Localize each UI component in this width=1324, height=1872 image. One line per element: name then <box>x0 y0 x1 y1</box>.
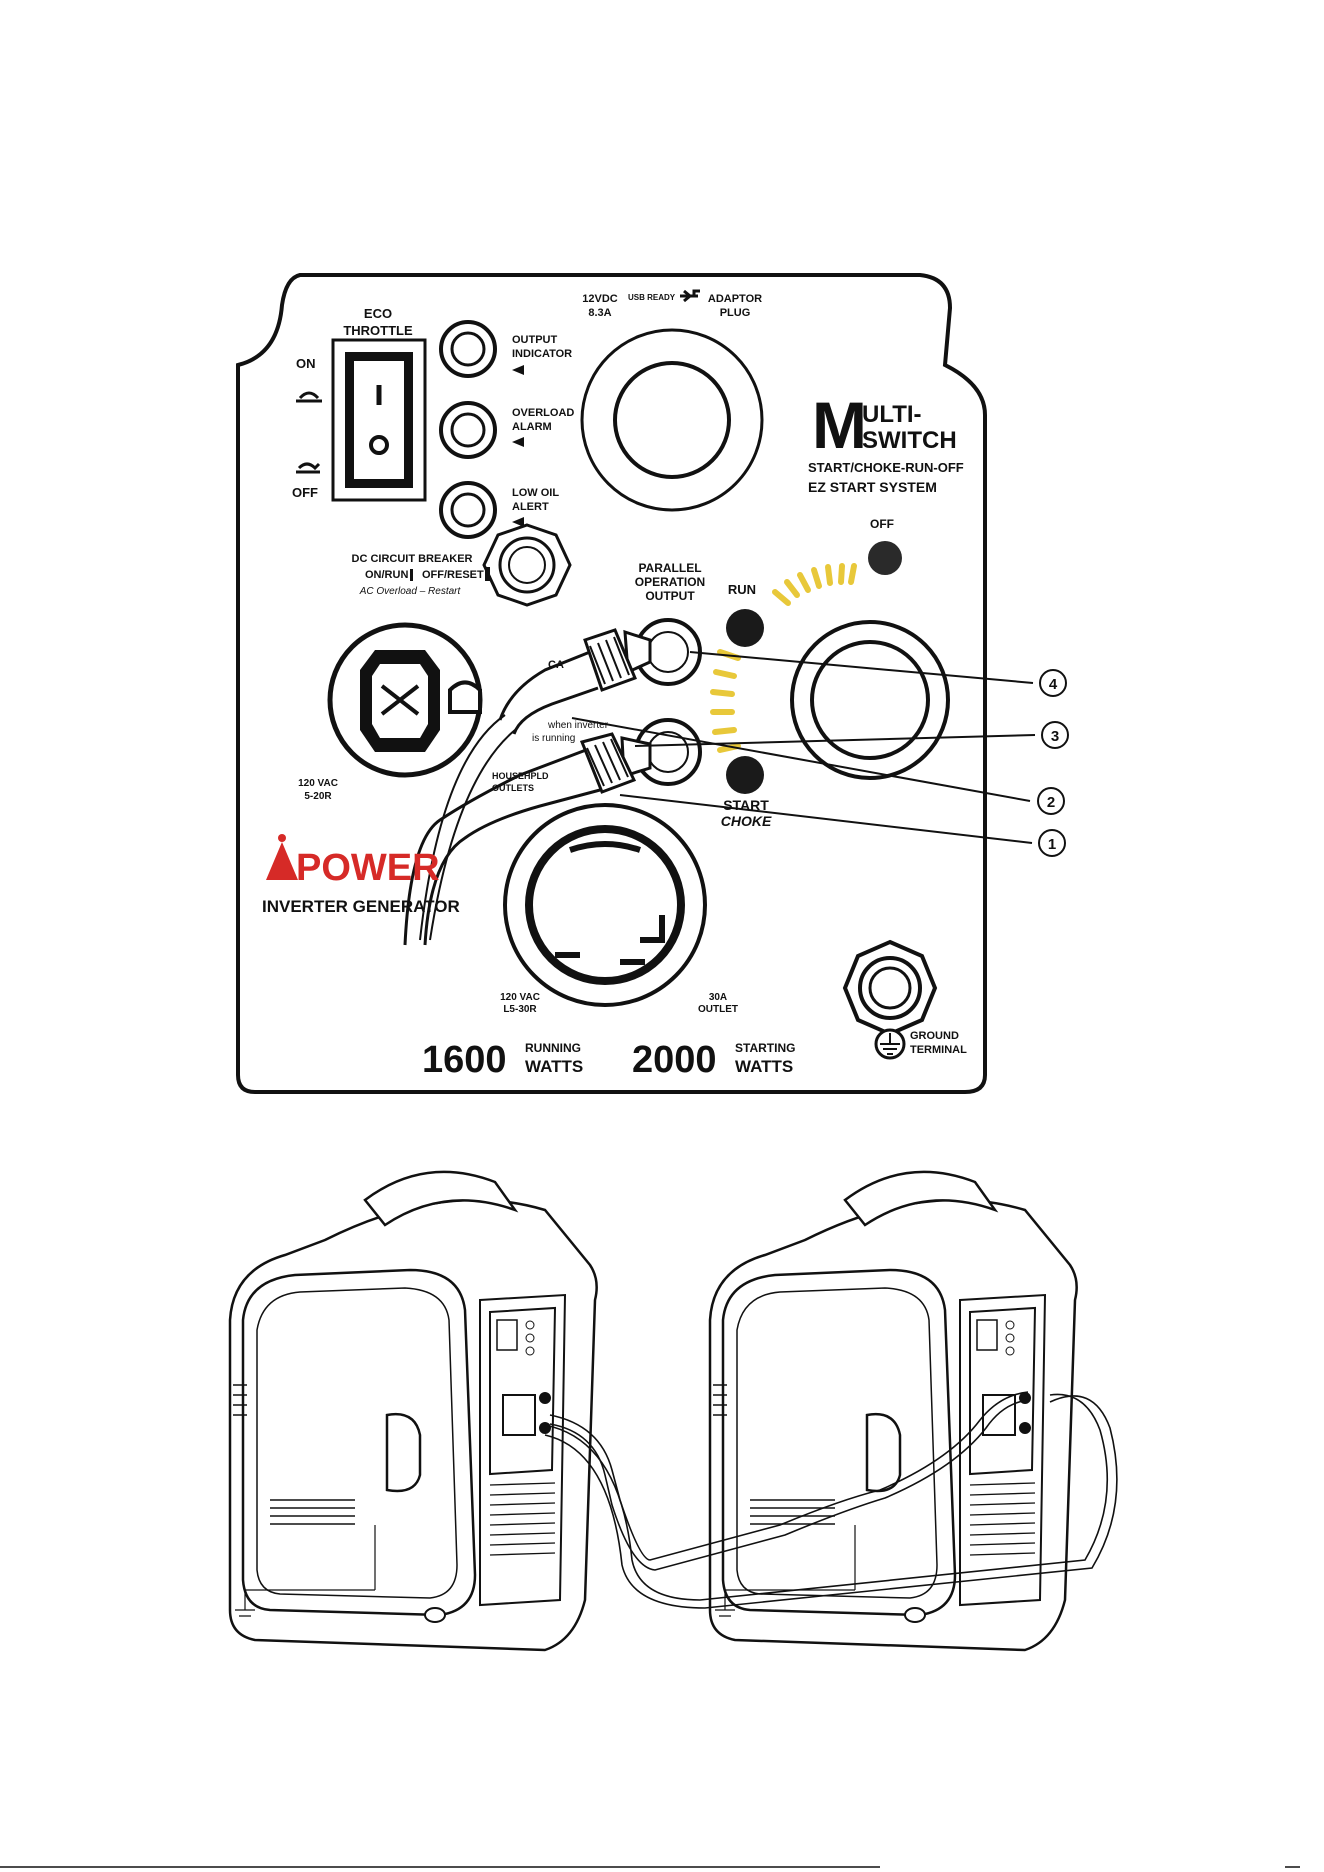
dc-adaptor-socket[interactable] <box>580 328 764 512</box>
generator-right <box>708 1170 1078 1652</box>
eco-on-label: ON <box>296 356 316 371</box>
running-watts-number: 1600 <box>422 1039 507 1081</box>
multi-switch-ez-start: EZ START SYSTEM <box>808 479 937 495</box>
low-oil-label-2: ALERT <box>512 501 549 513</box>
outlet-520r-label-2: 5-20R <box>304 791 332 802</box>
arrow-left-icon <box>512 437 524 447</box>
low-oil-alert-lamp <box>439 481 497 539</box>
generator-left <box>228 1170 598 1652</box>
off-position-dot <box>868 541 902 575</box>
eco-off-label: OFF <box>292 485 318 500</box>
parallel-label-2: OPERATION <box>635 575 705 589</box>
run-position-dot <box>726 609 764 647</box>
switch-run-label: RUN <box>728 582 756 597</box>
adaptor-label-1: ADAPTOR <box>708 293 762 305</box>
adaptor-label-2: PLUG <box>720 307 751 319</box>
callout-lines <box>571 651 1036 844</box>
starting-watts-label-2: WATTS <box>735 1057 793 1076</box>
multi-switch-title-2: SWITCH <box>862 427 957 454</box>
multi-switch-knob[interactable] <box>790 620 950 780</box>
running-partial-text-2: is running <box>532 733 575 744</box>
control-panel: ECO THROTTLE ON OFF OUTPUT INDICATOR OVE… <box>236 273 987 1094</box>
eco-title-2: THROTTLE <box>343 323 413 338</box>
arrow-left-icon <box>512 365 524 375</box>
dc12v-label-1: 12VDC <box>582 293 618 305</box>
starting-watts-number: 2000 <box>632 1039 717 1081</box>
output-indicator-label-2: INDICATOR <box>512 348 572 360</box>
dc-circuit-breaker[interactable] <box>482 523 572 607</box>
callout-2: 2 <box>1037 787 1065 815</box>
start-position-dot <box>726 756 764 794</box>
switch-off-label: OFF <box>870 517 894 531</box>
dc-breaker-label-3: AC Overload – Restart <box>359 586 462 597</box>
running-watts-label-2: WATTS <box>525 1057 583 1076</box>
ground-label-2: TERMINAL <box>910 1044 967 1056</box>
rabbit-icon <box>296 462 321 474</box>
eco-throttle[interactable]: ECO THROTTLE <box>331 306 427 502</box>
dc-breaker-off-label: OFF/RESET <box>422 569 484 581</box>
parallel-label-3: OUTPUT <box>645 589 695 603</box>
callout-4-number: 4 <box>1049 676 1058 693</box>
outlet30-label-2: OUTLET <box>698 1004 738 1015</box>
running-watts-label-1: RUNNING <box>525 1041 581 1055</box>
callout-4: 4 <box>1039 669 1067 697</box>
callout-1: 1 <box>1038 829 1066 857</box>
parallel-connection-cables <box>544 1391 1118 1609</box>
multi-switch-subtitle: START/CHOKE-RUN-OFF <box>808 460 964 475</box>
overload-alarm-label-1: OVERLOAD <box>512 407 574 419</box>
dc-breaker-label-1: DC CIRCUIT BREAKER <box>352 553 473 565</box>
l530-label-1: 120 VAC <box>500 992 540 1003</box>
brand-subtitle: INVERTER GENERATOR <box>262 897 460 916</box>
multi-switch-big-m: M <box>812 388 867 462</box>
parallel-label-1: PARALLEL <box>638 561 701 575</box>
brand-text: POWER <box>296 847 440 889</box>
starting-watts-label-1: STARTING <box>735 1041 795 1055</box>
outlet-520r-label-1: 120 VAC <box>298 778 338 789</box>
arrow-left-icon <box>512 517 524 527</box>
callout-2-number: 2 <box>1047 794 1055 811</box>
callout-3: 3 <box>1041 721 1069 749</box>
running-partial-text-1: when inverter <box>547 720 609 731</box>
dc12v-label-2: 8.3A <box>588 307 611 319</box>
eco-title-1: ECO <box>364 306 392 321</box>
parallel-cable-lower <box>403 732 652 946</box>
ground-terminal[interactable] <box>842 939 938 1037</box>
ground-label-1: GROUND <box>910 1030 959 1042</box>
parallel-cable-upper <box>419 628 652 941</box>
l530-label-2: L5-30R <box>503 1004 537 1015</box>
overload-alarm-lamp <box>439 401 497 459</box>
low-oil-label-1: LOW OIL <box>512 487 559 499</box>
switch-choke-label: CHOKE <box>721 813 772 829</box>
apower-logo: POWER <box>266 834 440 889</box>
callout-1-number: 1 <box>1048 836 1056 853</box>
outlet-l5-30r[interactable] <box>503 803 707 1007</box>
usb-ready-label: USB READY <box>628 293 676 302</box>
callout-3-number: 3 <box>1051 728 1059 745</box>
output-indicator-lamp <box>439 320 497 378</box>
multi-switch-title-1: ULTI- <box>862 401 922 428</box>
run-off-arc <box>772 563 857 606</box>
outlet30-label-1: 30A <box>709 992 727 1003</box>
usb-icon <box>680 289 700 303</box>
turtle-icon <box>296 391 322 403</box>
ground-symbol-icon <box>874 1028 906 1060</box>
off-mark-icon <box>369 435 389 455</box>
dc-breaker-on-label: ON/RUN <box>365 569 408 581</box>
overload-alarm-label-2: ALARM <box>512 421 552 433</box>
household-label-2: OUTLETS <box>492 783 534 793</box>
outlet-5-20r[interactable] <box>327 622 483 778</box>
output-indicator-label-1: OUTPUT <box>512 334 558 346</box>
